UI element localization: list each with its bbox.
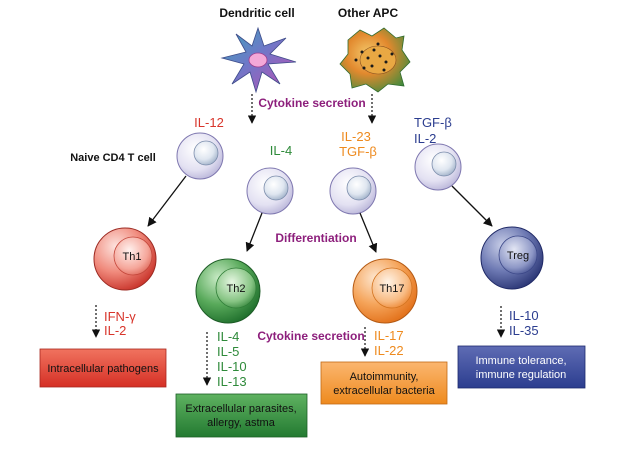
cytokine-secretion-top-label: Cytokine secretion [258,96,365,110]
th2-output-line-4: IL-13 [217,374,247,389]
th17-input-line-2: TGF-β [339,144,377,159]
effector-cell-treg: Treg [480,226,544,290]
dendritic-cell-label: Dendritic cell [219,6,294,20]
treg-output-line-1: IL-10 [509,308,539,323]
th2-input-line-1: IL-4 [270,143,292,158]
function-box-treg: Immune tolerance, immune regulation [457,345,586,389]
cytokine-secretion-bottom-label: Cytokine secretion [257,329,364,343]
th2-output-line-3: IL-10 [217,359,247,374]
th17-function-line-1: Autoimmunity, [350,371,419,383]
naive-cell-treg [414,143,462,191]
dendritic-cell-icon [220,26,297,94]
diff-arrow-th1 [147,175,187,227]
th1-output-line-2: IL-2 [104,323,126,338]
differentiation-label: Differentiation [275,231,356,245]
function-box-th17: Autoimmunity, extracellular bacteria [320,361,448,405]
diff-arrow-th2 [245,212,263,252]
naive-cell-th17 [329,167,377,215]
diff-arrow-treg [451,185,493,227]
treg-cell-label: Treg [507,250,529,262]
diff-arrow-th17 [359,212,378,253]
th2-function-line-2: allergy, astma [207,417,276,429]
th1-cell-label: Th1 [123,251,142,263]
th2-output-line-1: IL-4 [217,329,239,344]
function-box-th1: Intracellular pathogens [39,348,167,388]
effector-cell-th1: Th1 [93,227,157,291]
th17-output-line-2: IL-22 [374,343,404,358]
treg-function-line-1: Immune tolerance, [475,355,566,367]
naive-cell-th2 [246,167,294,215]
th2-function-line-1: Extracellular parasites, [185,403,296,415]
function-box-th2: Extracellular parasites, allergy, astma [175,393,308,438]
th17-cell-label: Th17 [379,283,404,295]
treg-function-line-2: immune regulation [476,369,567,381]
other-apc-label: Other APC [338,6,399,20]
th17-function-line-2: extracellular bacteria [333,385,435,397]
effector-cell-th17: Th17 [352,258,418,324]
treg-input-line-1: TGF-β [414,115,452,130]
th17-output-line-1: IL-17 [374,328,404,343]
th17-input-line-1: IL-23 [341,129,371,144]
treg-input-line-2: IL-2 [414,131,436,146]
naive-cd4-label: Naive CD4 T cell [70,152,156,164]
th2-output-line-2: IL-5 [217,344,239,359]
th2-cell-label: Th2 [227,283,246,295]
effector-cell-th2: Th2 [195,258,261,324]
other-apc-icon [339,27,411,93]
th1-function-line-1: Intracellular pathogens [47,363,159,375]
th1-input-line-1: IL-12 [194,115,224,130]
treg-output-line-2: IL-35 [509,323,539,338]
th1-output-line-1: IFN-γ [104,309,136,324]
naive-cell-th1 [176,132,224,180]
